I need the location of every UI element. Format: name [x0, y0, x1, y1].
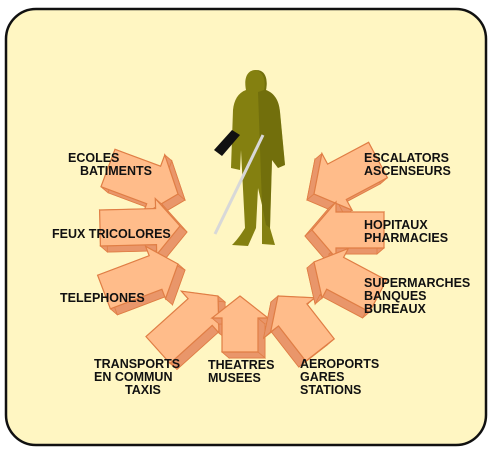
- label-line: BATIMENTS: [64, 165, 152, 178]
- label-telephones: TELEPHONES: [60, 292, 145, 305]
- label-escalators: ESCALATORS ASCENSEURS: [364, 152, 451, 178]
- label-line: STATIONS: [300, 384, 379, 397]
- label-line: BUREAUX: [364, 303, 470, 316]
- label-line: TELEPHONES: [60, 292, 145, 305]
- label-transports: TRANSPORTS EN COMMUN TAXIS: [94, 358, 180, 397]
- label-supermarches: SUPERMARCHES BANQUES BUREAUX: [364, 277, 470, 316]
- label-feux-tricolores: FEUX TRICOLORES: [52, 228, 171, 241]
- label-line: PHARMACIES: [364, 232, 448, 245]
- label-hopitaux: HOPITAUX PHARMACIES: [364, 219, 448, 245]
- label-line: MUSEES: [208, 372, 274, 385]
- label-ecoles-batiments: ECOLES BATIMENTS: [64, 152, 152, 178]
- label-line: TAXIS: [94, 384, 180, 397]
- label-theatres-musees: THEATRES MUSEES: [208, 359, 274, 385]
- label-line: FEUX TRICOLORES: [52, 228, 171, 241]
- label-line: ASCENSEURS: [364, 165, 451, 178]
- label-aeroports: AEROPORTS GARES STATIONS: [300, 358, 379, 397]
